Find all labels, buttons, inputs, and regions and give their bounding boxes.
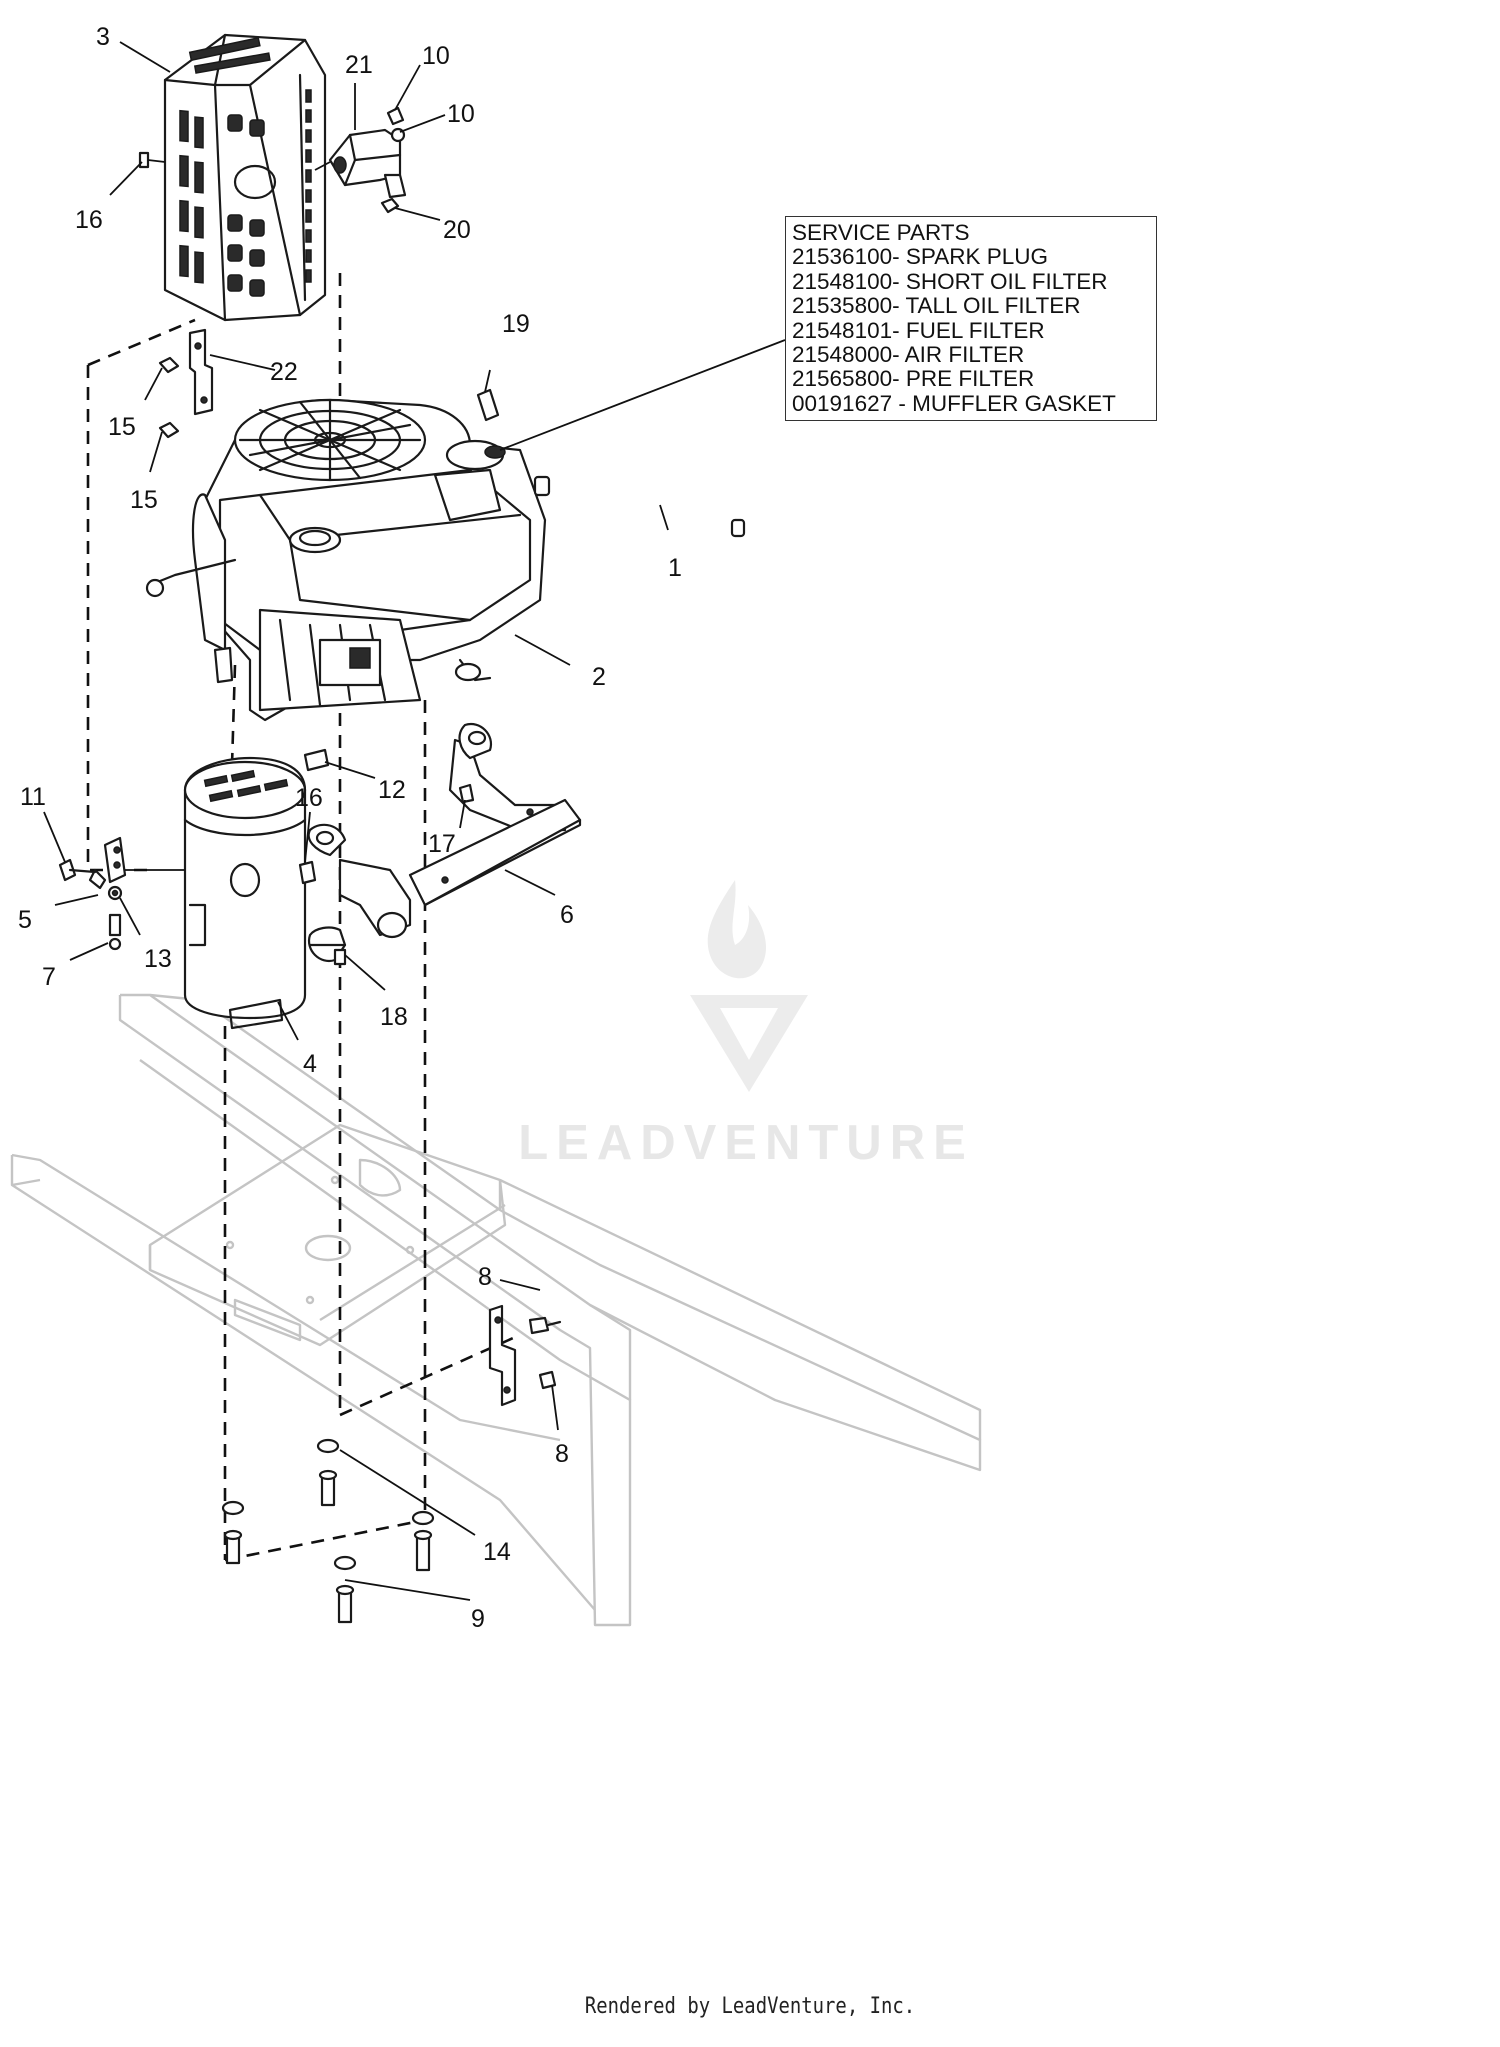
callout-4: 4 [303, 1050, 317, 1078]
washers-bolts [221, 1438, 435, 1624]
muffler [183, 756, 307, 1030]
service-parts-title: SERVICE PARTS [792, 220, 970, 245]
clip-16-shield [138, 151, 166, 169]
watermark-text: LEADVENTURE [518, 1116, 974, 1170]
clip-17 [458, 783, 475, 804]
callout-13: 13 [144, 945, 172, 973]
watermark-logo [690, 880, 808, 1092]
bolt-12 [303, 748, 330, 772]
mower-frame [10, 993, 982, 1627]
service-part-item: 00191627 - MUFFLER GASKET [792, 390, 1116, 416]
callout-10: 10 [447, 100, 475, 128]
heat-shield [163, 33, 327, 322]
callout-5: 5 [18, 906, 32, 934]
callout-6: 6 [560, 901, 574, 929]
service-part-item: 21548101- FUEL FILTER [792, 317, 1045, 343]
callout-labels: 3 21 10 10 16 20 19 22 15 15 1 2 12 11 1… [18, 23, 682, 1633]
service-part-item: 21565800- PRE FILTER [792, 366, 1035, 392]
callout-15: 15 [108, 413, 136, 441]
callout-15: 15 [130, 486, 158, 514]
service-part-item: 21548100- SHORT OIL FILTER [792, 268, 1108, 294]
nuts-15 [158, 356, 180, 439]
callout-7: 7 [42, 963, 56, 991]
clip-19 [476, 388, 500, 422]
callout-14: 14 [483, 1538, 511, 1566]
footer-text: Rendered by LeadVenture, Inc. [584, 1994, 916, 2019]
callout-2: 2 [592, 663, 606, 691]
bracket-8 [488, 1304, 562, 1407]
engine [145, 398, 547, 722]
callout-22: 22 [270, 358, 298, 386]
service-part-item: 21535800- TALL OIL FILTER [792, 293, 1081, 319]
service-part-item: 21536100- SPARK PLUG [792, 244, 1048, 270]
callout-16: 16 [295, 784, 323, 812]
engine-bracket [314, 106, 407, 214]
callout-10: 10 [422, 42, 450, 70]
service-parts-box: SERVICE PARTS 21536100- SPARK PLUG 21548… [785, 216, 1157, 421]
callout-3: 3 [96, 23, 110, 51]
service-part-item: 21548000- AIR FILTER [792, 342, 1025, 368]
callout-11: 11 [20, 783, 46, 811]
clamp-18 [307, 926, 347, 966]
muffler-bracket-hardware [58, 836, 185, 951]
callout-9: 9 [471, 1605, 485, 1633]
leader-lines [43, 41, 786, 1601]
callout-21: 21 [345, 51, 373, 79]
callout-8: 8 [478, 1263, 492, 1291]
callout-16: 16 [75, 206, 103, 234]
callout-17: 17 [428, 830, 456, 858]
callout-18: 18 [380, 1003, 408, 1031]
callout-8: 8 [555, 1440, 569, 1468]
clip-16-muffler [298, 860, 317, 885]
callout-19: 19 [502, 310, 530, 338]
bracket-22 [188, 328, 214, 416]
exhaust-pipe [307, 722, 582, 939]
callout-20: 20 [443, 216, 471, 244]
fuel-line [533, 472, 746, 538]
callout-1: 1 [668, 554, 682, 582]
callout-12: 12 [378, 776, 406, 804]
